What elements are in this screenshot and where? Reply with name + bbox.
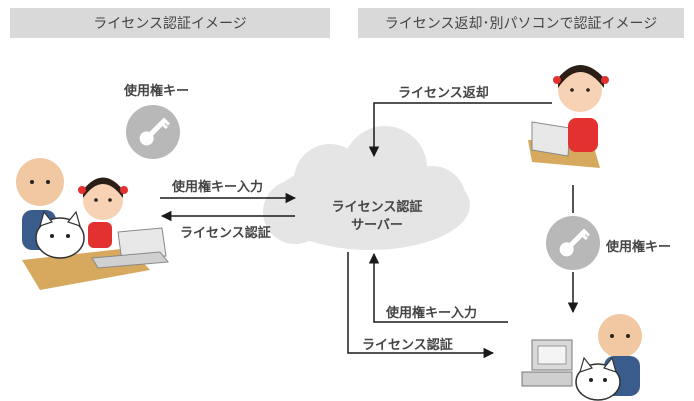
server-label-line2: サーバー — [351, 218, 403, 233]
key-caption-left: 使用権キー — [124, 84, 190, 99]
header-return-reauth: ライセンス返却･別パソコンで認証イメージ — [358, 8, 684, 38]
arrow-key-input-right — [368, 252, 508, 323]
arrow-license-return — [368, 102, 552, 158]
arrow-label-key-input-left: 使用権キー入力 — [172, 180, 264, 195]
illustration-right-top-user — [528, 65, 609, 168]
arrow-license-auth-right — [347, 252, 495, 359]
arrow-label-license-return: ライセンス返却 — [398, 86, 489, 101]
illustration-right-bottom-user — [521, 314, 642, 401]
key-caption-right: 使用権キー — [606, 240, 672, 255]
server-label-line1: ライセンス認証 — [331, 200, 423, 215]
key-icon-right — [546, 216, 600, 270]
header-license-auth: ライセンス認証イメージ — [10, 8, 330, 38]
arrow-label-license-auth-right: ライセンス認証 — [362, 338, 453, 353]
arrow-label-key-input-right: 使用権キー入力 — [386, 306, 478, 321]
arrow-label-license-auth-left: ライセンス認証 — [180, 226, 271, 241]
illustration-left-users — [16, 158, 169, 290]
server-cloud — [263, 126, 470, 250]
key-icon-left — [126, 105, 180, 159]
